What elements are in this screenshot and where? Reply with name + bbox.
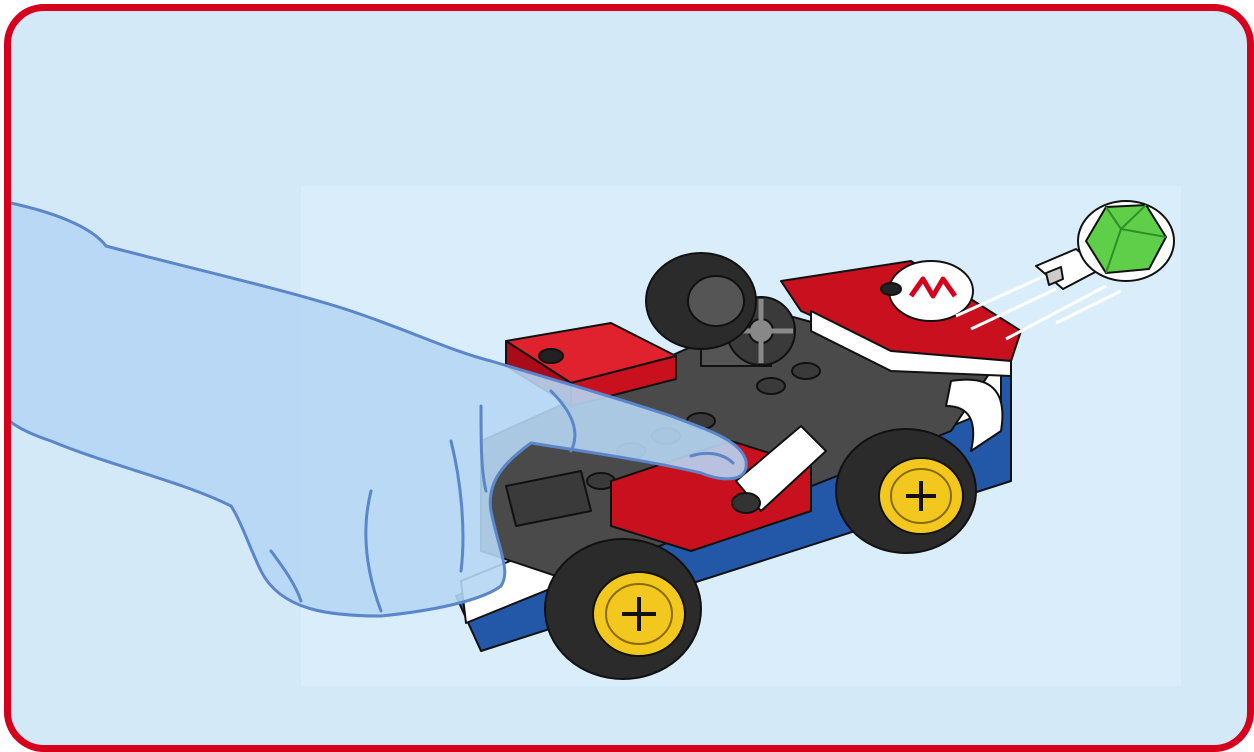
instruction-panel (4, 4, 1254, 752)
wheel-front-right (836, 429, 976, 553)
wheel-front-left (545, 539, 701, 679)
instruction-scene (11, 11, 1247, 745)
wheel-rear-top (646, 253, 756, 349)
